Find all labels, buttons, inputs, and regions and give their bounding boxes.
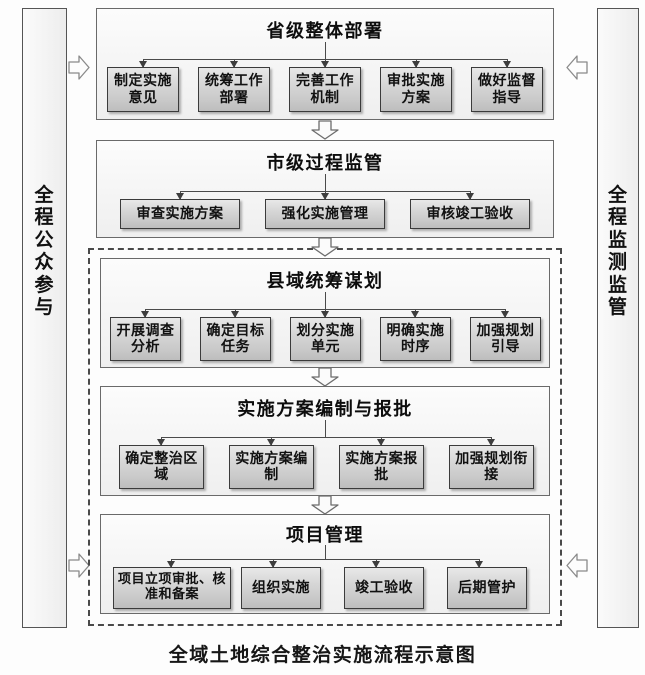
right-side-panel-label: 全程监测监管 — [607, 184, 628, 319]
item-box[interactable]: 明确实施时序 — [380, 317, 451, 361]
stage-municipal-supervision: 市级过程监管 审查实施方案 强化实施管理 审核竣工验收 — [96, 140, 554, 238]
item-box[interactable]: 实施方案编制 — [229, 445, 314, 489]
arrow-down-hollow-icon-3 — [310, 367, 340, 387]
item-box[interactable]: 审核竣工验收 — [410, 199, 530, 229]
arrowhead-2 — [268, 561, 277, 568]
arrowhead-4 — [486, 439, 495, 446]
connector-stem — [325, 420, 327, 437]
arrow-right-hollow-icon-top — [68, 54, 90, 81]
item-box[interactable]: 竣工验收 — [344, 567, 424, 609]
item-box[interactable]: 加强规划衔接 — [449, 445, 534, 489]
figure-caption: 全域土地综合整治实施流程示意图 — [168, 644, 477, 666]
connector-stem — [325, 292, 327, 309]
item-box[interactable]: 制定实施意见 — [107, 67, 179, 112]
item-box[interactable]: 做好监督指导 — [471, 67, 543, 112]
item-box[interactable]: 完善工作机制 — [289, 67, 361, 112]
item-box[interactable]: 审查实施方案 — [120, 199, 240, 229]
arrowhead-4 — [410, 311, 419, 318]
arrowhead-3 — [320, 311, 329, 318]
arrowhead-1 — [156, 439, 165, 446]
arrowhead-5 — [500, 311, 509, 318]
connector-stem — [325, 42, 327, 59]
item-box[interactable]: 统筹工作部署 — [198, 67, 270, 112]
stage-title-project: 项目管理 — [286, 525, 364, 546]
item-box[interactable]: 开展调查分析 — [110, 317, 181, 361]
stage-title-provincial: 省级整体部署 — [266, 21, 384, 42]
connector-stem — [325, 174, 327, 191]
arrowhead-2 — [229, 61, 238, 68]
arrowhead-2 — [320, 193, 329, 200]
item-box[interactable]: 项目立项审批、核准和备案 — [113, 567, 231, 609]
item-box[interactable]: 确定目标任务 — [200, 317, 271, 361]
item-box[interactable]: 划分实施单元 — [290, 317, 361, 361]
item-box[interactable]: 加强规划引导 — [470, 317, 541, 361]
item-box[interactable]: 确定整治区域 — [119, 445, 204, 489]
arrow-right-hollow-icon-bottom — [68, 552, 90, 579]
arrow-left-hollow-icon-bottom — [566, 552, 588, 579]
stage-scheme-compilation: 实施方案编制与报批 确定整治区域 实施方案编制 实施方案报批 加强规划衔接 — [100, 386, 550, 496]
arrowhead-1 — [140, 311, 149, 318]
arrowhead-2 — [266, 439, 275, 446]
item-box[interactable]: 强化实施管理 — [265, 199, 385, 229]
arrowhead-3 — [320, 61, 329, 68]
stage-title-municipal: 市级过程监管 — [266, 153, 384, 174]
arrowhead-2 — [230, 311, 239, 318]
connector-stem — [325, 545, 327, 559]
arrowhead-3 — [371, 561, 380, 568]
stage-provincial-deployment: 省级整体部署 制定实施意见 统筹工作部署 完善工作机制 审批实施方案 做好监督指… — [96, 8, 554, 120]
arrowhead-1 — [138, 61, 147, 68]
stage-title-county: 县域统筹谋划 — [266, 271, 384, 292]
arrowhead-5 — [502, 61, 511, 68]
arrow-down-hollow-icon-4 — [310, 495, 340, 515]
item-box[interactable]: 实施方案报批 — [339, 445, 424, 489]
arrow-down-hollow-icon-2 — [310, 237, 340, 257]
arrowhead-3 — [376, 439, 385, 446]
arrowhead-4 — [474, 561, 483, 568]
stage-county-planning: 县域统筹谋划 开展调查分析 确定目标任务 划分实施单元 明确实施时序 加强规划引… — [100, 258, 550, 368]
arrowhead-4 — [411, 61, 420, 68]
left-side-panel: 全程公众参与 — [22, 8, 67, 628]
left-side-panel-label: 全程公众参与 — [34, 184, 55, 319]
connector-bus — [171, 559, 479, 561]
right-side-panel: 全程监测监管 — [597, 8, 639, 628]
arrow-down-hollow-icon-1 — [310, 120, 340, 140]
stage-title-scheme: 实施方案编制与报批 — [237, 399, 413, 420]
arrowhead-1 — [175, 193, 184, 200]
arrow-left-hollow-icon-top — [566, 54, 588, 81]
arrowhead-1 — [166, 561, 175, 568]
connector-bus — [161, 437, 491, 439]
arrowhead-3 — [465, 193, 474, 200]
item-box[interactable]: 组织实施 — [241, 567, 321, 609]
stage-project-management: 项目管理 项目立项审批、核准和备案 组织实施 竣工验收 后期管护 — [100, 514, 550, 614]
item-box[interactable]: 审批实施方案 — [380, 67, 452, 112]
item-box[interactable]: 后期管护 — [447, 567, 527, 609]
